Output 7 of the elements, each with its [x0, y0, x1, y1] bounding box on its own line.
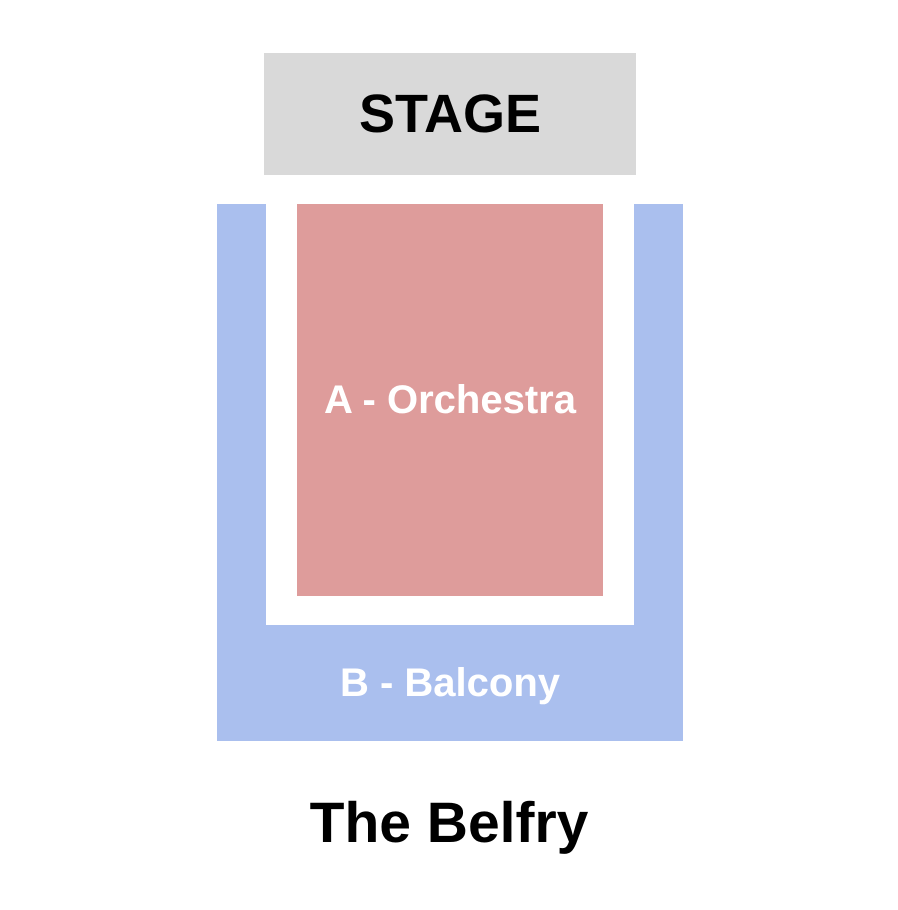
stage-label: STAGE	[358, 83, 541, 145]
balcony-section	[217, 204, 683, 741]
venue-title: The Belfry	[310, 791, 588, 855]
section-label: B - Balcony	[340, 660, 560, 706]
orchestra-section	[297, 204, 603, 596]
section-label: A - Orchestra	[324, 378, 576, 422]
stage-area	[264, 53, 636, 175]
